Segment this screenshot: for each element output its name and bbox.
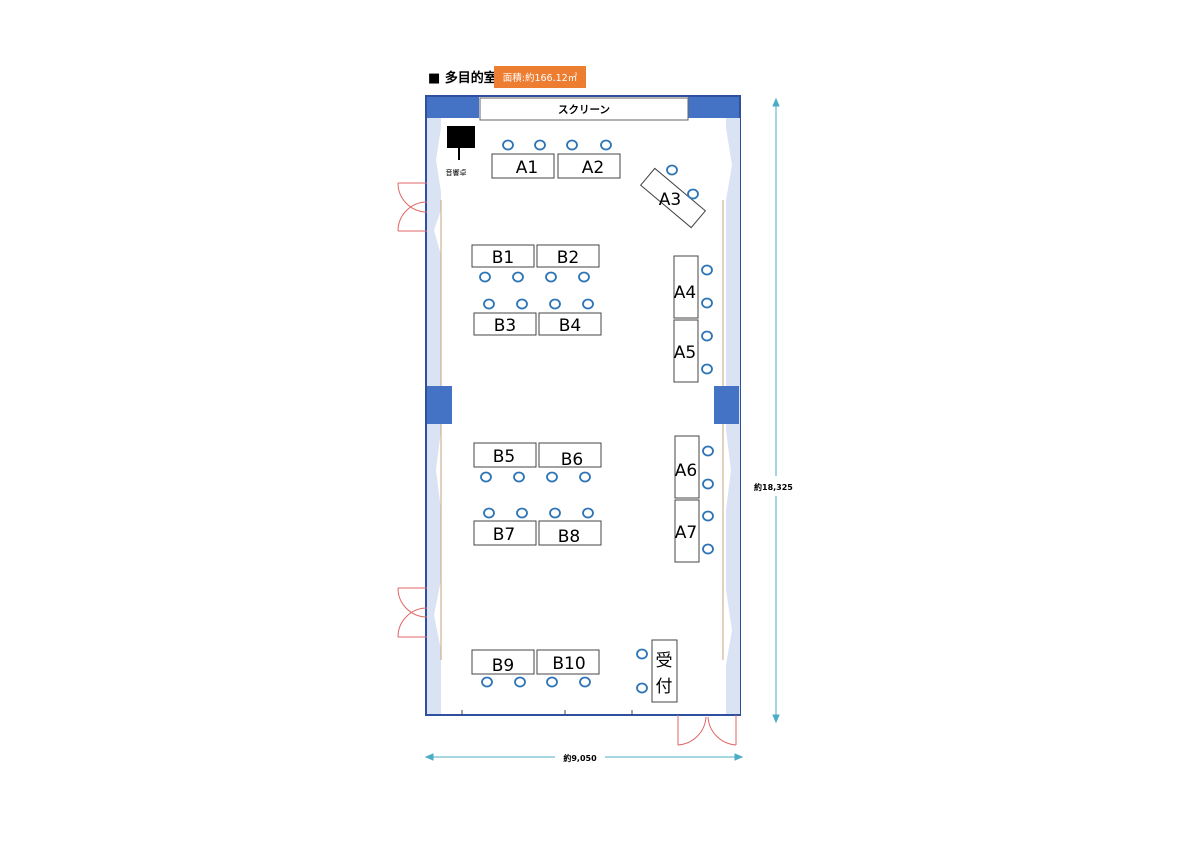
seat-chair — [702, 445, 714, 457]
table-a1-label: A1 — [516, 158, 538, 178]
table-b8 — [538, 520, 602, 546]
table-b4 — [538, 312, 602, 336]
table-b2-label: B2 — [557, 248, 579, 268]
seat-chair — [582, 507, 594, 519]
seat-chair — [480, 471, 492, 483]
right-pillar-notches — [726, 128, 732, 665]
seat-chair — [545, 271, 557, 283]
seat-chair — [481, 676, 493, 688]
table-b3 — [473, 312, 537, 336]
seat-chair — [516, 507, 528, 519]
seat-chair — [701, 363, 713, 375]
seat-chair — [502, 139, 514, 151]
seat-chair — [687, 188, 699, 200]
table-a3 — [639, 167, 707, 229]
seat-chair — [636, 682, 648, 694]
seat-chair — [516, 298, 528, 310]
seat-chair — [479, 271, 491, 283]
table-b6 — [538, 442, 602, 468]
pillar-right — [714, 386, 739, 424]
seat-chair — [702, 543, 714, 555]
reception-label-2: 付 — [656, 677, 673, 697]
table-b2 — [536, 244, 600, 268]
width-dimension-line — [424, 753, 744, 761]
door-left-lower — [397, 587, 428, 638]
table-a4 — [673, 255, 699, 319]
table-b3-label: B3 — [494, 316, 516, 336]
seat-chair — [549, 507, 561, 519]
podium-label: 音響卓 — [446, 168, 467, 177]
seat-chair — [512, 271, 524, 283]
seat-chair — [578, 271, 590, 283]
table-b5 — [473, 442, 537, 468]
seat-chair — [701, 297, 713, 309]
table-b5-label: B5 — [493, 447, 515, 467]
table-a5-label: A5 — [674, 343, 696, 363]
door-bottom-right — [677, 715, 737, 746]
screen — [479, 97, 689, 121]
area-badge: 面積:約166.12㎡ — [503, 72, 578, 84]
table-b9-label: B9 — [492, 656, 514, 676]
table-b1-label: B1 — [492, 248, 514, 268]
seat-chair — [534, 139, 546, 151]
corner-block-top-left — [427, 97, 479, 118]
door-left-upper — [397, 182, 428, 232]
seats — [479, 139, 714, 694]
bottom-wall-ticks — [461, 710, 633, 715]
table-b4-label: B4 — [559, 316, 581, 336]
seat-chair — [666, 164, 678, 176]
table-a2 — [557, 153, 621, 179]
corner-block-top-right — [688, 97, 739, 118]
table-b7 — [473, 520, 537, 546]
seat-chair — [483, 298, 495, 310]
table-a5 — [673, 319, 699, 383]
table-reception — [651, 639, 678, 703]
table-b7-label: B7 — [493, 525, 515, 545]
podium — [447, 126, 475, 148]
width-dimension: 約9,050 — [563, 753, 597, 763]
seat-chair — [483, 507, 495, 519]
podium-stand — [458, 148, 460, 160]
pillar-left — [427, 386, 452, 424]
table-b9 — [471, 649, 535, 675]
table-a6-label: A6 — [675, 461, 697, 481]
room-title: ■ 多目的室 — [428, 70, 497, 86]
area-badge-box — [494, 66, 586, 88]
table-a1 — [491, 153, 555, 179]
seat-chair — [514, 676, 526, 688]
seat-chair — [582, 298, 594, 310]
table-b6-label: B6 — [561, 450, 583, 470]
left-pillar-notches — [434, 128, 441, 650]
table-a2-label: A2 — [582, 158, 604, 178]
table-b8-label: B8 — [558, 527, 580, 547]
seat-chair — [701, 264, 713, 276]
seat-chair — [636, 648, 648, 660]
seat-chair — [546, 471, 558, 483]
seat-chair — [579, 471, 591, 483]
table-b10-label: B10 — [552, 654, 585, 674]
table-a7-label: A7 — [675, 523, 697, 543]
seat-chair — [600, 139, 612, 151]
seat-chair — [566, 139, 578, 151]
seat-chair — [546, 676, 558, 688]
length-dimension: 約18,325 — [754, 482, 793, 492]
table-a7 — [674, 499, 700, 563]
seat-chair — [701, 330, 713, 342]
seat-chair — [702, 510, 714, 522]
table-b1 — [471, 244, 535, 268]
reception-label-1: 受 — [656, 651, 673, 671]
seat-chair — [579, 676, 591, 688]
length-dimension-line — [772, 97, 780, 724]
seat-chair — [702, 478, 714, 490]
table-b10 — [536, 649, 600, 675]
table-a4-label: A4 — [674, 283, 696, 303]
seat-chair — [513, 471, 525, 483]
seat-chair — [549, 298, 561, 310]
table-a3-label: A3 — [659, 190, 681, 210]
screen-label: スクリーン — [558, 104, 610, 116]
table-a6 — [674, 435, 700, 499]
